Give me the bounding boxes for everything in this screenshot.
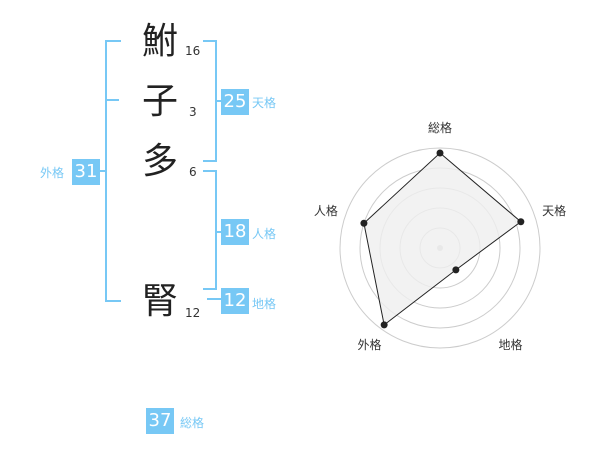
tenkaku-label: 天格 xyxy=(252,96,277,110)
gaikaku-label: 外格 xyxy=(40,166,65,180)
stroke-count-3: 6 xyxy=(189,165,197,179)
chikaku-connector xyxy=(207,298,221,300)
radar-point-2 xyxy=(517,218,525,226)
jinkaku-connector xyxy=(215,231,221,233)
radar-axis-label-4: 外格 xyxy=(357,337,381,352)
tenkaku-value: 25 xyxy=(221,89,249,115)
chikaku-value: 12 xyxy=(221,288,249,314)
stroke-count-4: 12 xyxy=(185,306,201,320)
radar-axis-label-5: 人格 xyxy=(314,203,338,218)
tenkaku-connector xyxy=(215,100,221,102)
chikaku-label: 地格 xyxy=(252,297,277,311)
radar-axis-label-3: 地格 xyxy=(499,337,523,352)
soukaku-value: 37 xyxy=(146,408,174,434)
name-char-4: 腎 xyxy=(141,281,178,322)
radar-axis-label-2: 天格 xyxy=(542,203,566,218)
gaikaku-connector xyxy=(97,170,105,172)
name-char-1: 鮒 xyxy=(141,21,178,62)
radar-point-5 xyxy=(360,219,368,227)
radar-point-3 xyxy=(452,266,460,274)
stroke-count-1: 16 xyxy=(185,44,201,58)
jinkaku-bracket xyxy=(203,170,217,290)
name-char-3: 多 xyxy=(141,141,178,182)
radar-shape xyxy=(360,149,525,329)
jinkaku-label: 人格 xyxy=(252,227,277,241)
radar-point-1 xyxy=(436,149,444,157)
soukaku-label: 総格 xyxy=(180,416,205,430)
gaikaku-value: 31 xyxy=(72,159,100,185)
name-char-2: 子 xyxy=(141,81,178,122)
radar-axis-label-1: 総格 xyxy=(428,120,452,135)
gaikaku-bracket-mid xyxy=(105,99,119,101)
radar-polygon xyxy=(363,152,522,326)
jinkaku-value: 18 xyxy=(221,219,249,245)
stroke-count-2: 3 xyxy=(189,105,197,119)
radar-point-4 xyxy=(380,321,388,329)
gaikaku-bracket xyxy=(105,40,121,302)
radar-ring-5 xyxy=(339,147,541,349)
